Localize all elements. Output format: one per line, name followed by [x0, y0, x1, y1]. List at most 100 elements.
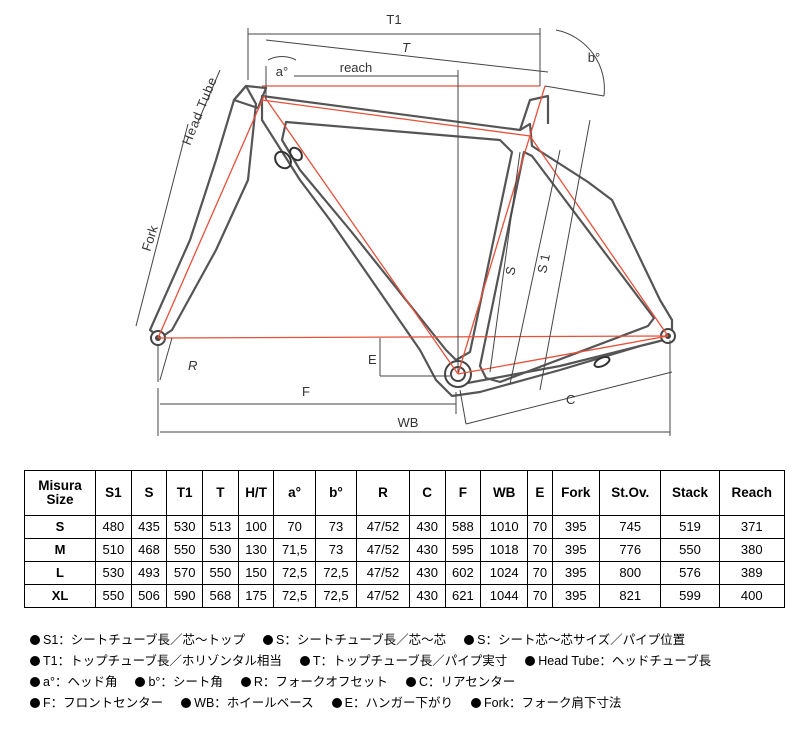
dimension-labels: T1 T reach a° b° Head Tube Fork S S 1 R …	[139, 12, 601, 430]
header-line: Misura	[38, 478, 82, 493]
value-cell: 380	[718, 538, 786, 562]
header-cell: WB	[480, 470, 529, 516]
value-cell: 1024	[480, 561, 529, 585]
legend-text: Head Tube：ヘッドチューブ長	[538, 654, 712, 668]
value-cell: 70	[527, 538, 553, 562]
legend-text: C：リアセンター	[418, 675, 516, 689]
bullet-icon	[30, 635, 40, 645]
value-cell: 72,5	[273, 561, 316, 585]
value-cell: 1010	[480, 515, 529, 539]
label-t1: T1	[386, 12, 401, 27]
label-s1: S 1	[534, 252, 553, 274]
value-cell: 493	[130, 561, 168, 585]
label-wb: WB	[398, 415, 419, 430]
value-cell: 468	[130, 538, 168, 562]
header-cell: St.Ov.	[599, 470, 662, 516]
bullet-icon	[299, 656, 310, 666]
value-cell: 519	[660, 515, 720, 539]
value-cell: 150	[237, 561, 275, 585]
legend-item: T1：トップチューブ長／ホリゾンタル相当	[30, 654, 282, 668]
value-cell: 513	[202, 515, 239, 539]
value-cell: 395	[551, 515, 601, 539]
bullet-icon	[525, 656, 536, 666]
legend-item: b°：シート角	[135, 675, 223, 689]
legend-item: S1：シートチューブ長／芯〜トップ	[30, 633, 245, 647]
legend-item: C：リアセンター	[405, 675, 516, 689]
value-cell: 550	[95, 584, 132, 608]
value-cell: 568	[202, 584, 239, 608]
value-cell: 71,5	[273, 538, 316, 562]
label-reach: reach	[340, 60, 373, 75]
value-cell: 550	[166, 538, 204, 562]
header-cell: Fork	[551, 470, 601, 516]
value-cell: 510	[95, 538, 132, 562]
bullet-icon	[181, 698, 192, 708]
value-cell: 821	[599, 584, 662, 608]
value-cell: 576	[660, 561, 720, 585]
legend-item: R：フォークオフセット	[240, 675, 388, 689]
header-cell: Reach	[718, 470, 786, 516]
value-cell: 395	[551, 561, 601, 585]
value-cell: 395	[551, 538, 601, 562]
value-cell: 400	[718, 584, 786, 608]
header-cell: C	[408, 470, 446, 516]
value-cell: 570	[166, 561, 204, 585]
header-cell: H/T	[237, 470, 275, 516]
bullet-icon	[30, 656, 40, 666]
value-cell: 550	[660, 538, 720, 562]
value-cell: 175	[237, 584, 275, 608]
value-cell: 371	[718, 515, 786, 539]
value-cell: 430	[408, 538, 446, 562]
value-cell: 550	[202, 561, 239, 585]
value-cell: 72,5	[314, 584, 358, 608]
bullet-icon	[263, 635, 274, 645]
legend-item: Head Tube：ヘッドチューブ長	[525, 654, 711, 668]
value-cell: 47/52	[356, 561, 410, 585]
size-cell: M	[24, 538, 96, 562]
value-cell: 70	[273, 515, 316, 539]
value-cell: 70	[527, 515, 553, 539]
legend-item: E：ハンガー下がり	[331, 696, 453, 710]
header-cell: F	[444, 470, 482, 516]
frame-geometry-diagram: T1 T reach a° b° Head Tube Fork S S 1 R …	[135, 12, 676, 436]
value-cell: 602	[444, 561, 482, 585]
value-cell: 480	[95, 515, 132, 539]
value-cell: 588	[444, 515, 482, 539]
bullet-icon	[30, 677, 40, 687]
header-cell: Stack	[660, 470, 720, 516]
header-cell: R	[356, 470, 410, 516]
size-cell: S	[24, 515, 96, 539]
value-cell: 530	[202, 538, 239, 562]
value-cell: 47/52	[356, 584, 410, 608]
legend-text: S：シートチューブ長／芯〜芯	[276, 633, 447, 647]
value-cell: 73	[314, 538, 358, 562]
legend-text: a°：ヘッド角	[43, 675, 118, 689]
legend-item: Fork：フォーク肩下寸法	[471, 696, 622, 710]
value-cell: 70	[527, 584, 553, 608]
legend-text: S1：シートチューブ長／芯〜トップ	[43, 633, 246, 647]
label-t: T	[402, 40, 411, 55]
value-cell: 72,5	[273, 584, 316, 608]
value-cell: 776	[599, 538, 662, 562]
frame-details	[274, 146, 611, 368]
bullet-icon	[471, 698, 481, 708]
header-cell: b°	[314, 470, 358, 516]
value-cell: 530	[166, 515, 204, 539]
value-cell: 73	[314, 515, 358, 539]
value-cell: 590	[166, 584, 204, 608]
value-cell: 506	[130, 584, 168, 608]
legend-text: WB：ホイールベース	[194, 696, 314, 710]
bullet-icon	[30, 698, 40, 708]
bullet-icon	[464, 635, 475, 645]
legend-text: b°：シート角	[148, 675, 223, 689]
bullet-icon	[405, 677, 416, 687]
label-e: E	[368, 352, 377, 367]
label-a-angle: a°	[276, 64, 288, 79]
